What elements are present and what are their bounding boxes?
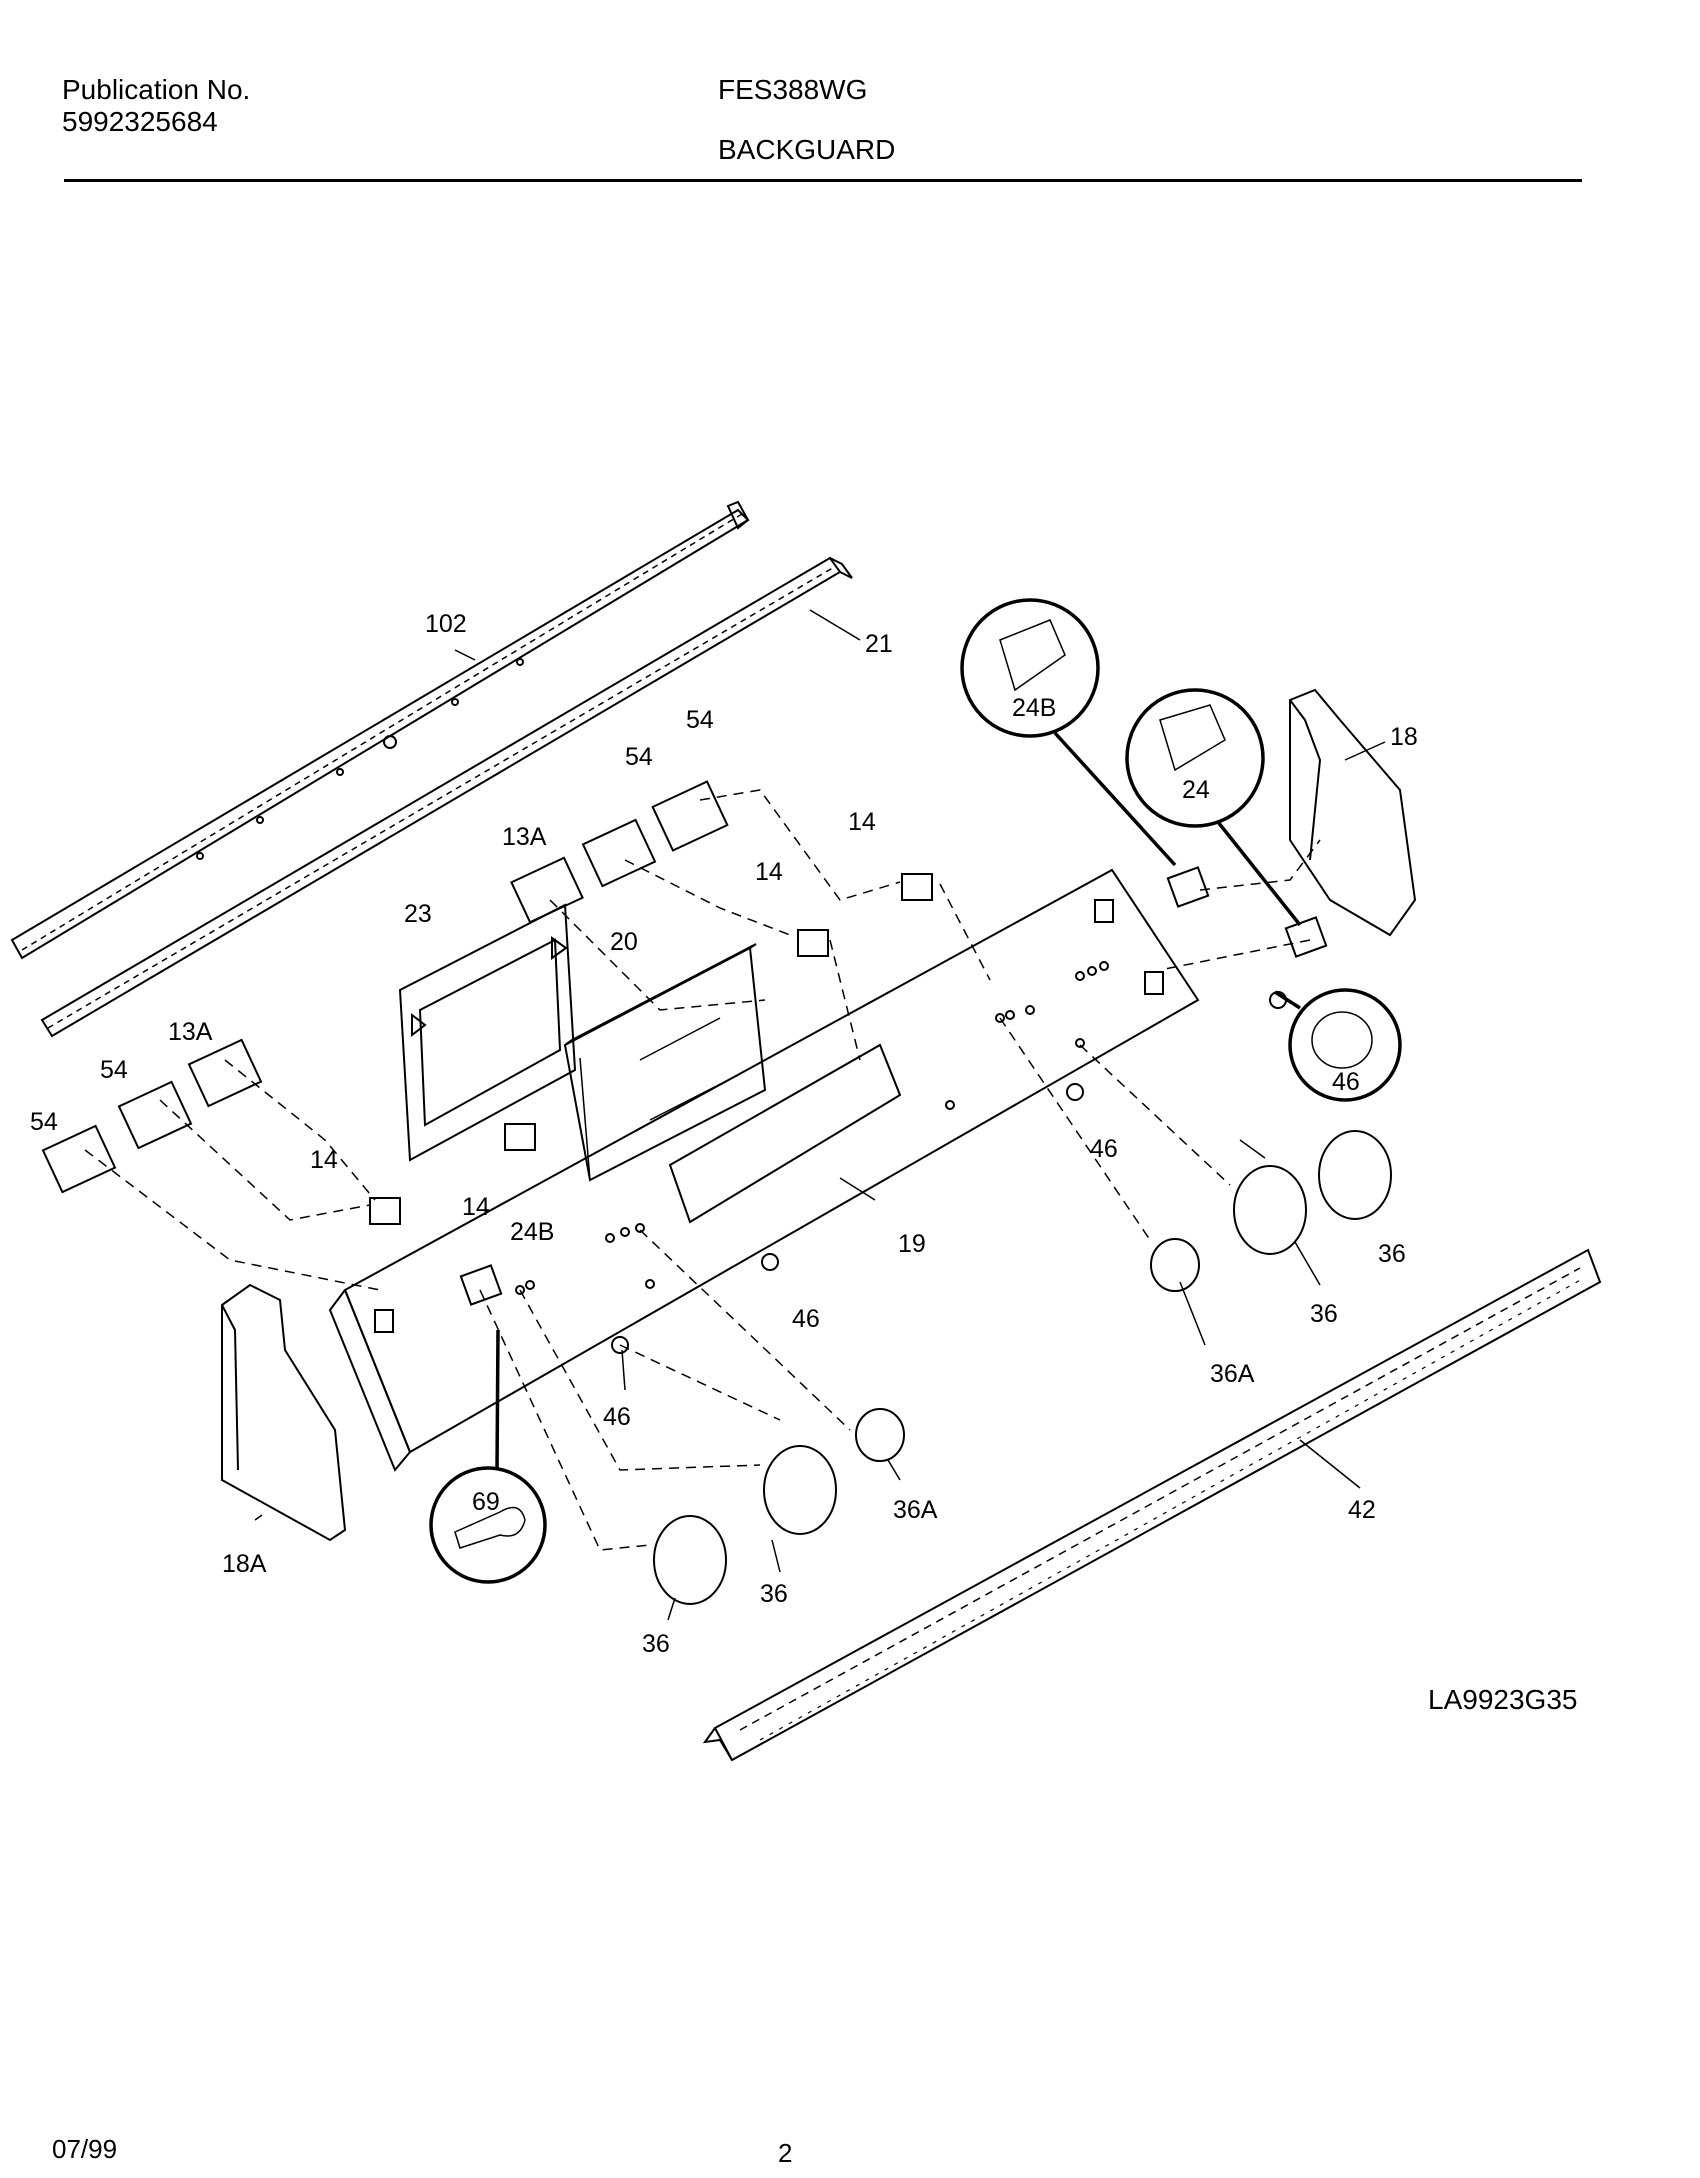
part-13a-switch	[510, 856, 584, 924]
callout-24: 24	[1182, 776, 1210, 804]
header-rule	[64, 179, 1582, 182]
part-36-knob	[1233, 1165, 1307, 1255]
part-21-rail	[40, 556, 853, 1038]
part-14-clip	[901, 873, 933, 901]
part-18-right-end-cap	[1289, 688, 1417, 937]
callout-46: 46	[1332, 1068, 1360, 1096]
callout-18a: 18A	[222, 1550, 267, 1578]
callout-36: 36	[1310, 1300, 1338, 1328]
callout-102: 102	[425, 610, 467, 638]
switch-parts	[41, 780, 1328, 1306]
callout-24b: 24B	[1012, 694, 1056, 722]
callout-23: 23	[404, 900, 432, 928]
callout-36: 36	[760, 1580, 788, 1608]
publication-label: Publication No.	[62, 74, 251, 105]
callout-54: 54	[30, 1108, 58, 1136]
part-36-knob	[763, 1445, 837, 1535]
detail-circle-24	[1125, 688, 1265, 828]
part-36a-knob	[855, 1408, 905, 1462]
callout-20: 20	[610, 928, 638, 956]
part-14-clip	[369, 1197, 401, 1225]
callout-13a: 13A	[168, 1018, 213, 1046]
part-18a-left-end-cap	[221, 1283, 347, 1542]
publication-number: 5992325684	[62, 106, 218, 137]
callout-36a: 36A	[893, 1496, 938, 1524]
callout-36: 36	[642, 1630, 670, 1658]
part-54-switch	[41, 1124, 117, 1194]
callout-54: 54	[100, 1056, 128, 1084]
callout-14: 14	[310, 1146, 338, 1174]
callout-leaders	[254, 609, 1386, 1621]
knob-parts	[653, 1130, 1392, 1605]
callout-42: 42	[1348, 1496, 1376, 1524]
callout-18: 18	[1390, 723, 1418, 751]
drawing-id: LA9923G35	[1428, 1684, 1578, 1715]
detail-circle-46	[1288, 988, 1402, 1102]
callout-14: 14	[755, 858, 783, 886]
part-13a-switch	[187, 1038, 263, 1108]
callout-46: 46	[792, 1305, 820, 1333]
part-54-switch	[581, 818, 657, 888]
part-42-trim	[702, 1248, 1602, 1762]
panel-slot-right-lower	[1144, 971, 1164, 995]
detail-circles	[429, 598, 1402, 1584]
publication-date: 07/99	[52, 2134, 118, 2164]
callout-labels: 102 21 54 54 13A 23 20 14 14 13A 54 54 1…	[30, 610, 1418, 1658]
callout-46: 46	[1090, 1135, 1118, 1163]
callout-14: 14	[462, 1193, 490, 1221]
callout-14: 14	[848, 808, 876, 836]
part-36a-knob	[1150, 1238, 1200, 1292]
detail-circle-69	[429, 1466, 547, 1584]
part-24-switch	[1284, 916, 1328, 958]
part-54-switch	[117, 1080, 193, 1150]
section-title: BACKGUARD	[718, 134, 896, 165]
grommet-parts	[611, 991, 1287, 1354]
part-36-knob	[1318, 1130, 1392, 1220]
panel-slot-left	[374, 1309, 394, 1333]
page-number: 2	[778, 2138, 793, 2168]
callout-24b: 24B	[510, 1218, 554, 1246]
callout-21: 21	[865, 630, 893, 658]
callout-13a: 13A	[502, 823, 547, 851]
callout-46: 46	[603, 1403, 631, 1431]
callout-69: 69	[472, 1488, 500, 1516]
leader-lines	[84, 789, 1321, 1551]
part-36-knob	[653, 1515, 727, 1605]
part-102-top-rail	[10, 500, 750, 960]
part-54-switch	[651, 780, 729, 852]
part-23-bracket	[398, 903, 577, 1162]
callout-19: 19	[898, 1230, 926, 1258]
callout-36a: 36A	[1210, 1360, 1255, 1388]
panel-slot-right	[1094, 899, 1114, 923]
detail-contents	[454, 619, 1373, 1549]
model-number: FES388WG	[718, 74, 868, 105]
part-20-control-board	[563, 943, 767, 1182]
detail-circle-24b	[960, 598, 1100, 738]
callout-36: 36	[1378, 1240, 1406, 1268]
display-window	[668, 1043, 902, 1224]
part-19-backguard-panel	[328, 868, 1200, 1472]
part-14-clip	[504, 1123, 536, 1151]
part-14-clip	[797, 929, 829, 957]
part-24b-switch	[1166, 866, 1210, 908]
callout-54: 54	[686, 706, 714, 734]
callout-54: 54	[625, 743, 653, 771]
part-24b-switch	[459, 1264, 503, 1306]
